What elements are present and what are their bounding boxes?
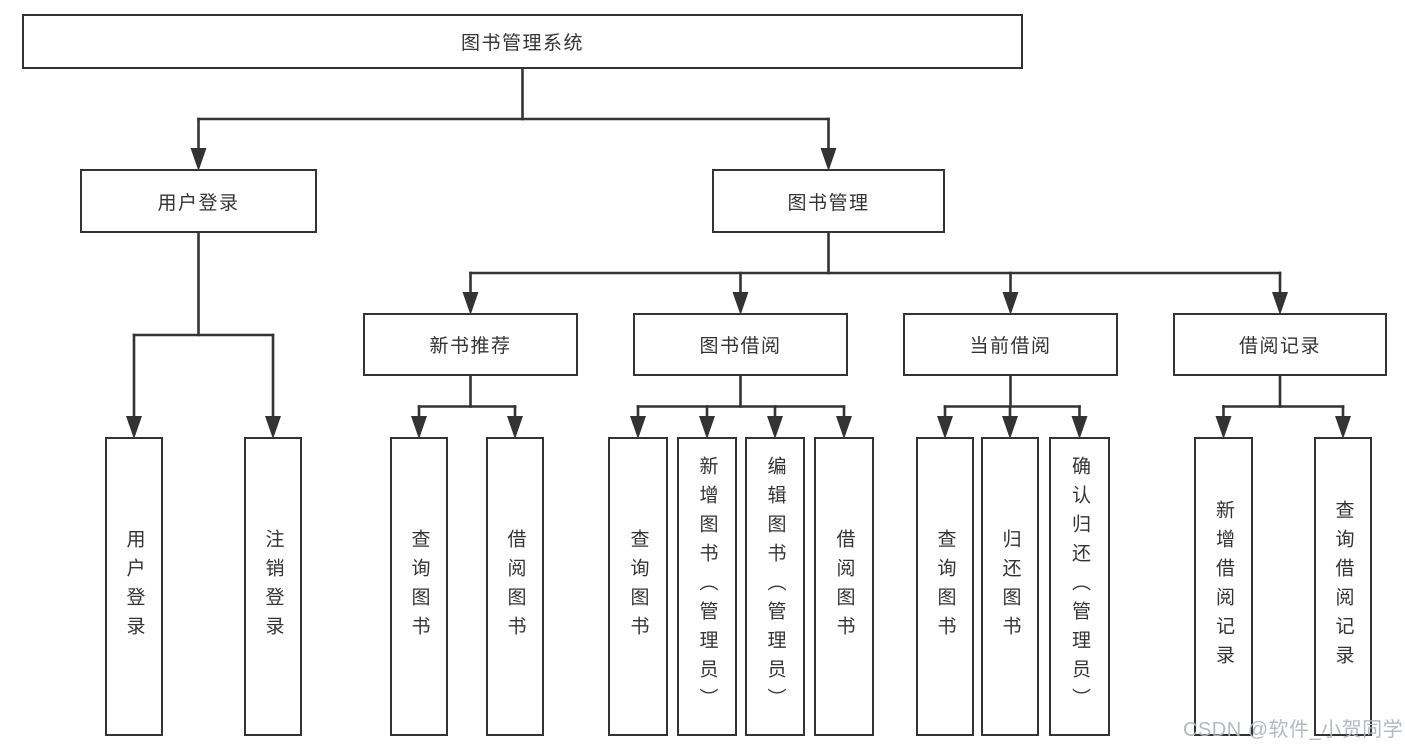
node-current-borrow-label: 当前借阅 (969, 336, 1052, 357)
leaf-current-query-books: 查询图书 (916, 437, 974, 736)
node-user-login-label: 用户登录 (157, 192, 240, 214)
leaf-logout: 注销登录 (244, 437, 302, 736)
node-new-book-recommend-label: 新书推荐 (429, 336, 512, 357)
node-current-borrow: 当前借阅 (903, 313, 1118, 376)
leaf-borrow-query-books-label: 查询图书 (627, 528, 649, 645)
leaf-edit-books-admin-label: 编辑图书（管理员） (764, 456, 786, 717)
node-book-management: 图书管理 (712, 169, 945, 233)
leaf-confirm-return-admin: 确认归还（管理员） (1049, 437, 1110, 736)
leaf-user-login-label: 用户登录 (123, 528, 145, 645)
node-root-label: 图书管理系统 (460, 33, 584, 54)
leaf-edit-books-admin: 编辑图书（管理员） (745, 437, 805, 736)
leaf-confirm-return-admin-label: 确认归还（管理员） (1069, 456, 1090, 717)
leaf-user-login: 用户登录 (105, 437, 163, 736)
node-book-borrow: 图书借阅 (633, 313, 848, 376)
leaf-current-query-books-label: 查询图书 (934, 528, 956, 645)
leaf-query-borrow-record-label: 查询借阅记录 (1332, 499, 1354, 674)
leaf-logout-label: 注销登录 (262, 528, 284, 645)
leaf-borrow-query-books: 查询图书 (608, 437, 668, 736)
leaf-query-borrow-record: 查询借阅记录 (1314, 437, 1372, 736)
node-borrow-records-label: 借阅记录 (1238, 336, 1321, 357)
leaf-add-books-admin-label: 新增图书（管理员） (696, 456, 718, 717)
node-borrow-records: 借阅记录 (1173, 313, 1387, 376)
leaf-borrow-books-label: 借阅图书 (833, 528, 855, 645)
node-new-book-recommend: 新书推荐 (363, 313, 578, 376)
leaf-newbook-borrow-books-label: 借阅图书 (504, 528, 526, 645)
leaf-add-borrow-record-label: 新增借阅记录 (1213, 499, 1234, 674)
node-book-borrow-label: 图书借阅 (699, 336, 782, 357)
leaf-borrow-books: 借阅图书 (814, 437, 874, 736)
leaf-add-books-admin: 新增图书（管理员） (677, 437, 737, 736)
leaf-add-borrow-record: 新增借阅记录 (1194, 437, 1253, 736)
leaf-return-books: 归还图书 (981, 437, 1039, 736)
node-book-management-label: 图书管理 (787, 192, 870, 214)
leaf-newbook-query-books-label: 查询图书 (408, 528, 430, 645)
watermark: CSDN @软件_小贺同学 (1183, 719, 1404, 741)
leaf-newbook-borrow-books: 借阅图书 (486, 437, 544, 736)
leaf-newbook-query-books: 查询图书 (390, 437, 448, 736)
node-root: 图书管理系统 (22, 14, 1023, 69)
leaf-return-books-label: 归还图书 (999, 528, 1021, 645)
node-user-login: 用户登录 (80, 169, 317, 233)
